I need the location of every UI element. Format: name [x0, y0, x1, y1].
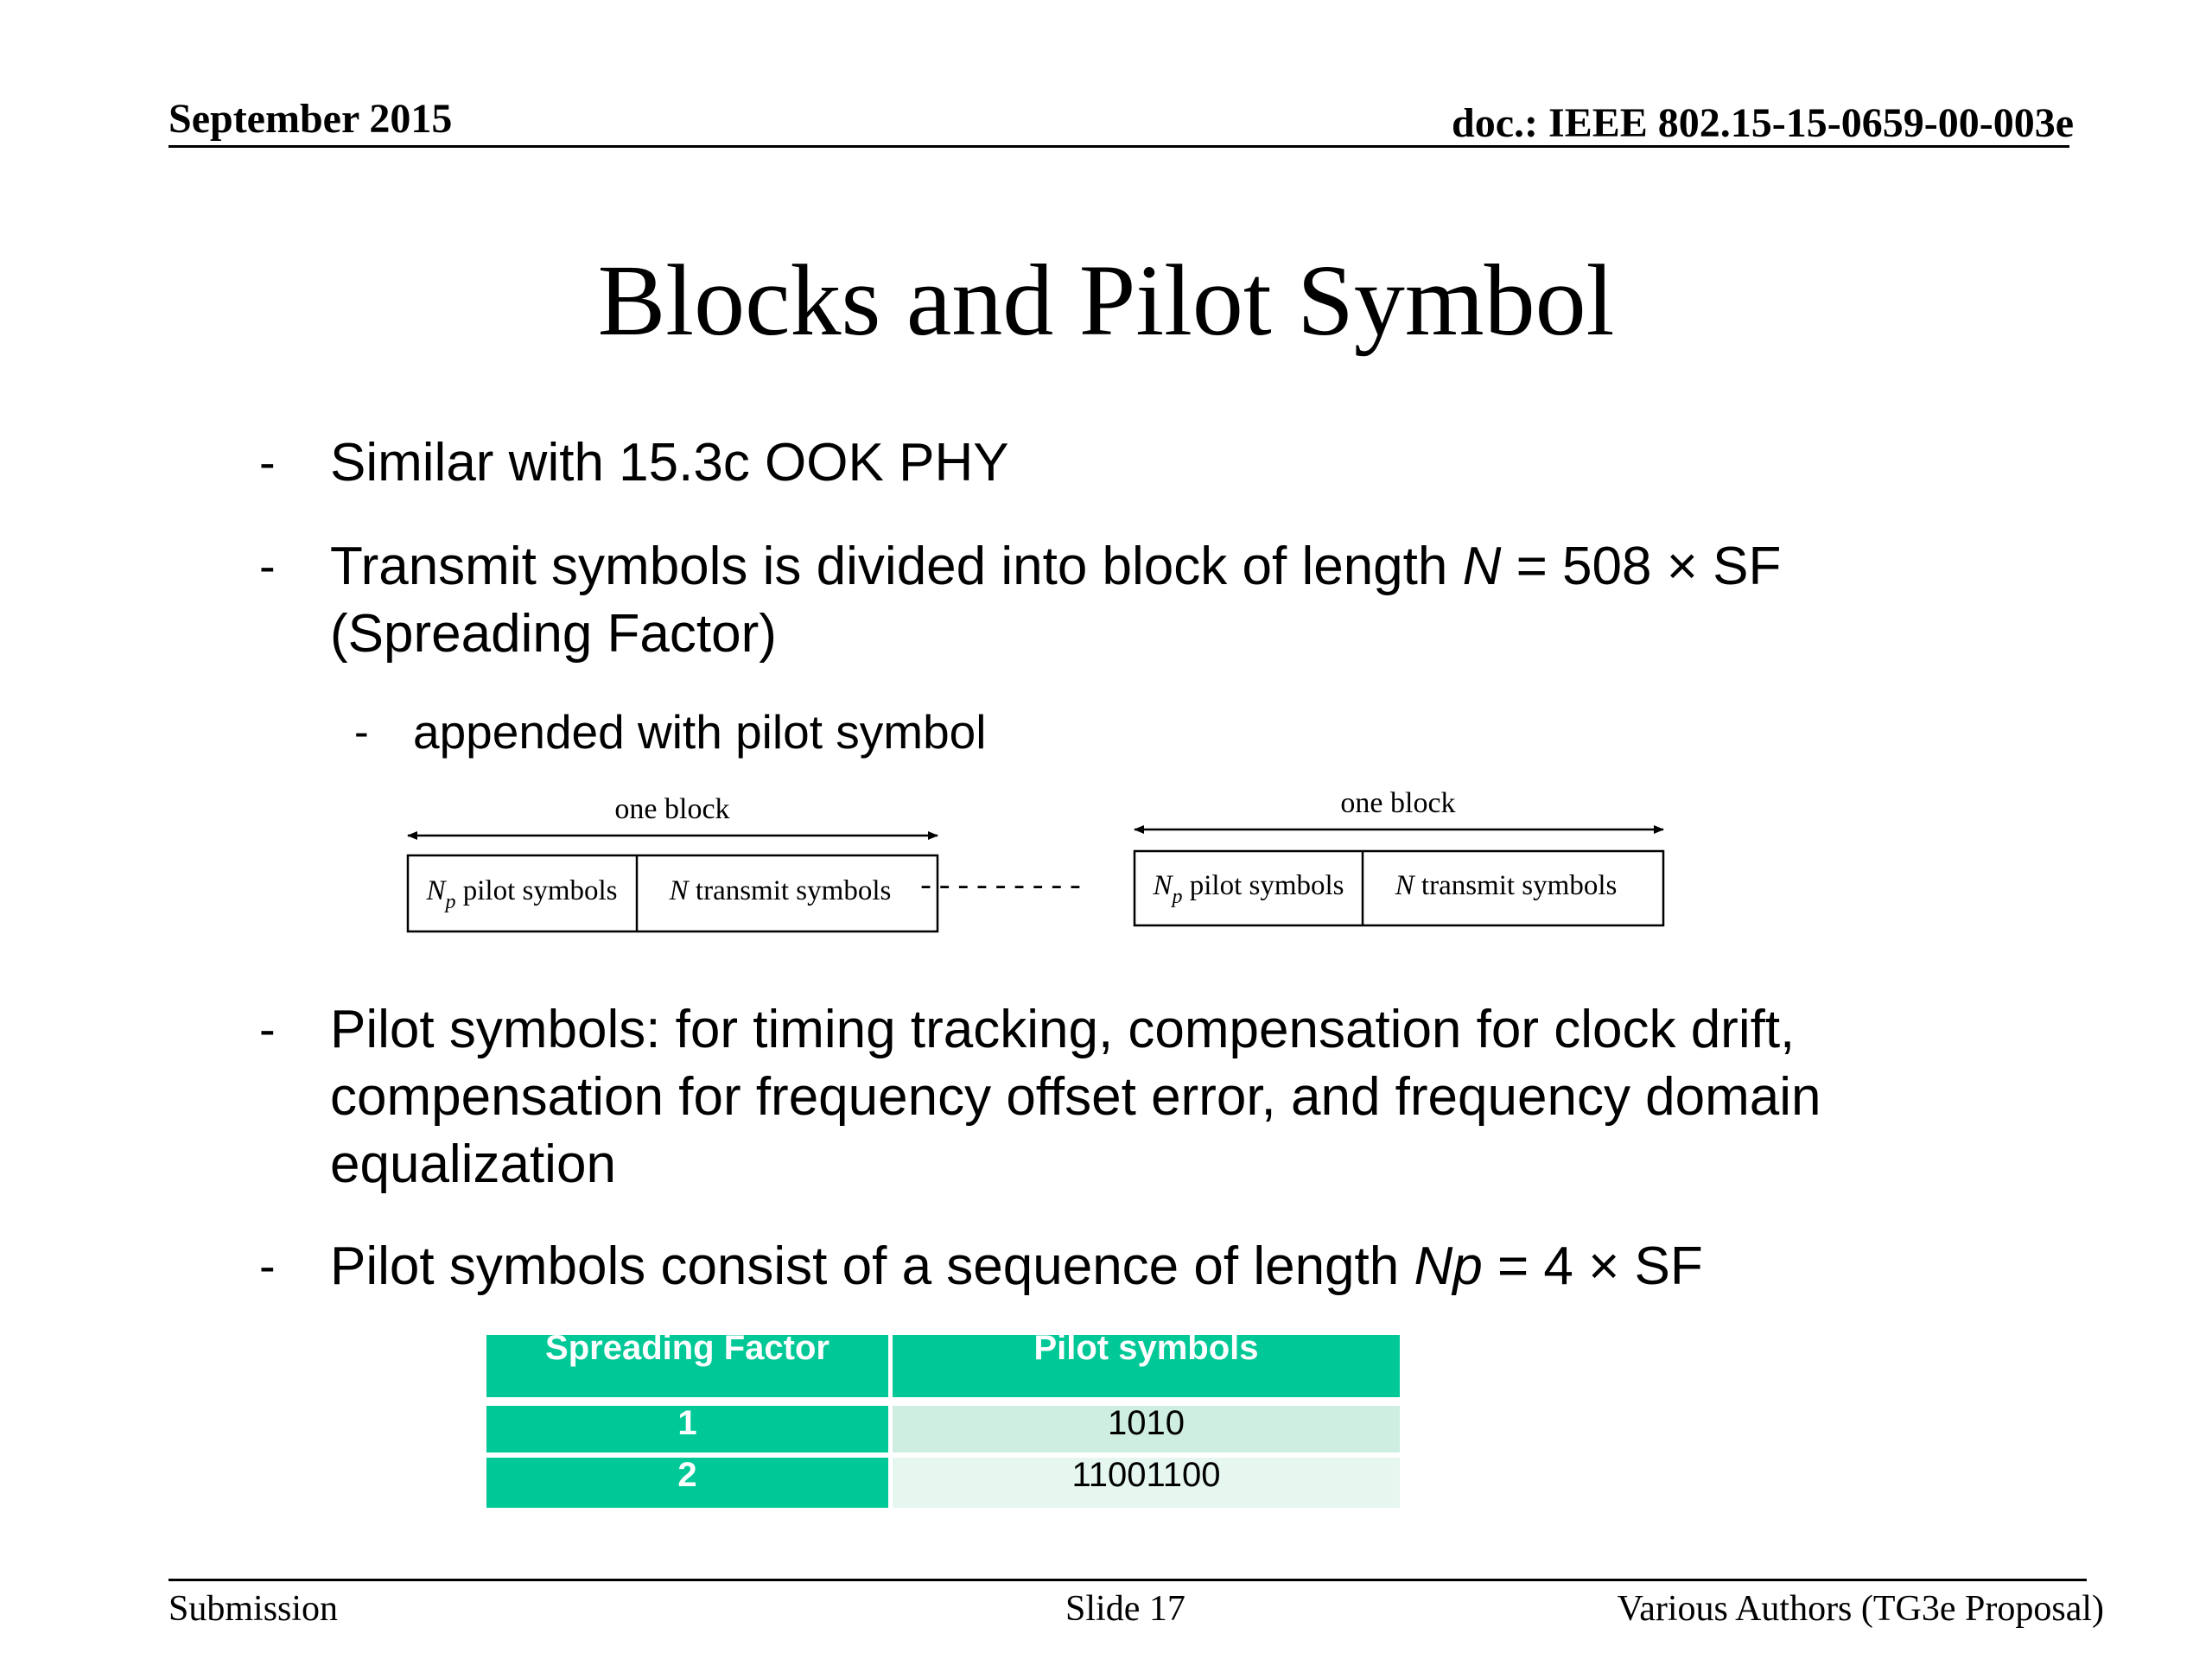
block-box: [406, 854, 939, 933]
bullet-dash: -: [259, 1238, 276, 1293]
bullet-pilot-length-prefix: Pilot symbols consist of a sequence of l…: [330, 1236, 1414, 1296]
table-header-pilot-symbols: Pilot symbols: [893, 1331, 1400, 1397]
bullet-dash: -: [259, 435, 276, 489]
slide-title: Blocks and Pilot Symbol: [597, 244, 1615, 357]
bullet-dash: -: [259, 538, 276, 593]
footer-authors: Various Authors (TG3e Proposal): [1617, 1589, 2104, 1629]
pilot-table: Spreading Factor Pilot symbols 1 1010 2 …: [486, 1331, 1400, 1508]
bullet-transmit-line1: Transmit symbols is divided into block o…: [330, 533, 1781, 601]
bullet-similar: Similar with 15.3c OOK PHY: [330, 433, 1009, 493]
table-header-row: Spreading Factor Pilot symbols: [486, 1331, 1400, 1397]
bullet-pilot-purpose: Pilot symbols: for timing tracking, comp…: [330, 996, 1821, 1198]
transmit-cell-label: N transmit symbols: [669, 875, 892, 906]
pilot-cell-label: Np pilot symbols: [1152, 870, 1344, 908]
block-label: one block: [614, 793, 729, 825]
table-cell-sf: 2: [486, 1458, 888, 1508]
header-date: September 2015: [168, 96, 453, 142]
bullet-transmit-eq: = 508 × SF: [1501, 537, 1782, 596]
bullet-pilot-purpose-line3: equalization: [330, 1135, 616, 1194]
bullet-dash: -: [259, 1001, 276, 1056]
bullet-transmit: Transmit symbols is divided into block o…: [330, 533, 1781, 668]
bullet-pilot-purpose-line2: compensation for frequency offset error,…: [330, 1067, 1821, 1127]
table-cell-pilot: 1010: [893, 1406, 1400, 1452]
header-rule: [168, 145, 2069, 148]
sub-bullet-dash: -: [354, 708, 369, 756]
block-1: one block Np pilot symbols N transmit sy…: [406, 793, 939, 933]
block-label: one block: [1340, 787, 1455, 819]
bullet-transmit-line2: (Spreading Factor): [330, 604, 777, 664]
bullet-pilot-purpose-line1: Pilot symbols: for timing tracking, comp…: [330, 1000, 1796, 1059]
table-row: 2 11001100: [486, 1458, 1400, 1508]
bullet-pilot-length-eq: = 4 × SF: [1482, 1236, 1703, 1296]
var-np: Np: [1414, 1236, 1483, 1296]
block-2: one block Np pilot symbols N transmit sy…: [1133, 787, 1665, 927]
table-cell-sf: 1: [486, 1406, 888, 1452]
bullet-pilot-length: Pilot symbols consist of a sequence of l…: [330, 1233, 1703, 1300]
block-box: [1133, 849, 1665, 927]
footer-rule: [168, 1579, 2087, 1581]
table-header-spreading-factor: Spreading Factor: [486, 1331, 888, 1397]
header-doc-id: doc.: IEEE 802.15-15-0659-00-003e: [1452, 100, 2074, 146]
var-n: N: [1462, 537, 1502, 596]
bullet-transmit-prefix: Transmit symbols is divided into block o…: [330, 537, 1463, 596]
transmit-cell-label: N transmit symbols: [1395, 870, 1618, 901]
pilot-cell-label: Np pilot symbols: [425, 875, 617, 913]
table-row: 1 1010: [486, 1406, 1400, 1452]
footer-slide-number: Slide 17: [1065, 1589, 1185, 1629]
sub-bullet-appended: appended with pilot symbol: [413, 705, 987, 759]
block-separator: ---------: [917, 869, 1084, 905]
table-cell-pilot: 11001100: [893, 1458, 1400, 1508]
footer-submission: Submission: [168, 1589, 339, 1629]
